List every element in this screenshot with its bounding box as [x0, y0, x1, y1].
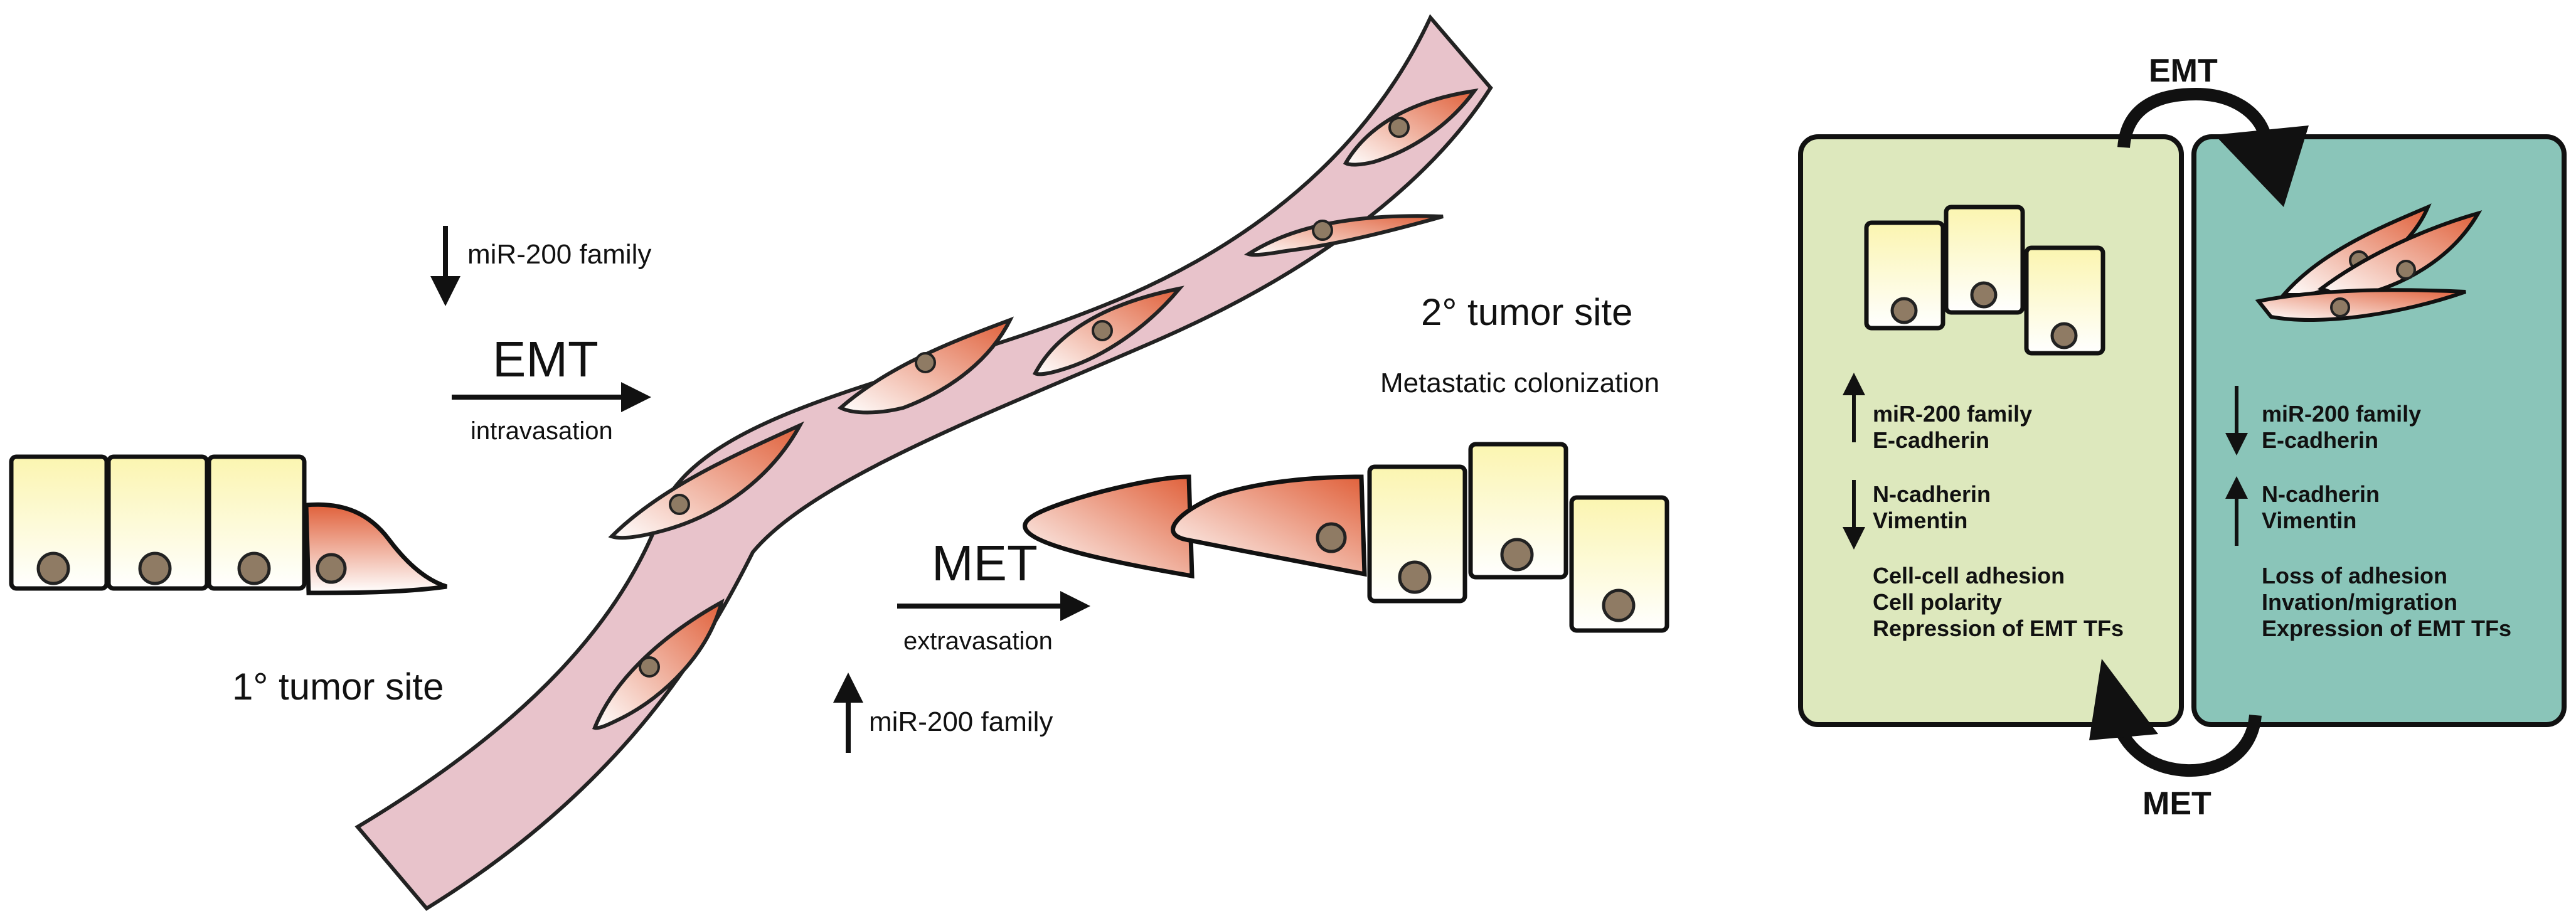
met-label: MET [932, 535, 1038, 591]
mes-feature-1: Loss of adhesion [2262, 563, 2447, 588]
circulating-cell [837, 316, 1014, 415]
met-sub-label: extravasation [903, 627, 1053, 655]
emt-cycle-label: EMT [2149, 53, 2218, 89]
circulating-cell [1343, 88, 1479, 167]
emt-cycle-arrow [2117, 87, 2271, 149]
secondary-sub-label: Metastatic colonization [1380, 368, 1659, 398]
mes-down-line-1: miR-200 family [2262, 401, 2421, 427]
primary-site-label: 1° tumor site [232, 666, 444, 708]
epi-feature-2: Cell polarity [1873, 589, 2002, 615]
mes-feature-2: Invation/migration [2262, 589, 2457, 615]
mes-up-line-2: Vimentin [2262, 508, 2356, 533]
mes-up-line-1: N-cadherin [2262, 481, 2380, 507]
circulating-cell [608, 421, 804, 540]
circulating-cell [592, 599, 725, 730]
met-mir-label: miR-200 family [869, 706, 1053, 737]
mes-down-line-2: E-cadherin [2262, 427, 2378, 453]
emt-label: EMT [492, 331, 599, 387]
mes-feature-3: Expression of EMT TFs [2262, 615, 2511, 641]
epi-down-line-1: N-cadherin [1873, 481, 1991, 507]
epi-feature-3: Repression of EMT TFs [1873, 615, 2124, 641]
epi-up-line-2: E-cadherin [1873, 427, 1989, 453]
migrating-cell [1171, 474, 1367, 577]
mesenchymal-box [2191, 134, 2567, 727]
epi-down-line-2: Vimentin [1873, 508, 1967, 533]
mesenchymal-cells-icon [2255, 203, 2483, 322]
secondary-epithelium [1023, 442, 1669, 633]
emt-cycle-arrowhead [2215, 125, 2309, 207]
emt-mir-label: miR-200 family [467, 239, 651, 270]
met-cycle-label: MET [2142, 785, 2211, 822]
circulating-cell [1033, 285, 1184, 376]
secondary-site-label: 2° tumor site [1421, 291, 1632, 333]
circulating-cell [1243, 214, 1444, 257]
primary-epithelium [9, 454, 448, 595]
met-cycle-arrow [2111, 714, 2262, 777]
met-cycle-arrowhead [2089, 659, 2158, 740]
epi-feature-1: Cell-cell adhesion [1873, 563, 2065, 588]
epi-up-line-1: miR-200 family [1873, 401, 2032, 427]
epithelial-cells-icon [1864, 205, 2105, 356]
emt-sub-label: intravasation [471, 417, 613, 445]
blood-vessel [354, 14, 1493, 911]
